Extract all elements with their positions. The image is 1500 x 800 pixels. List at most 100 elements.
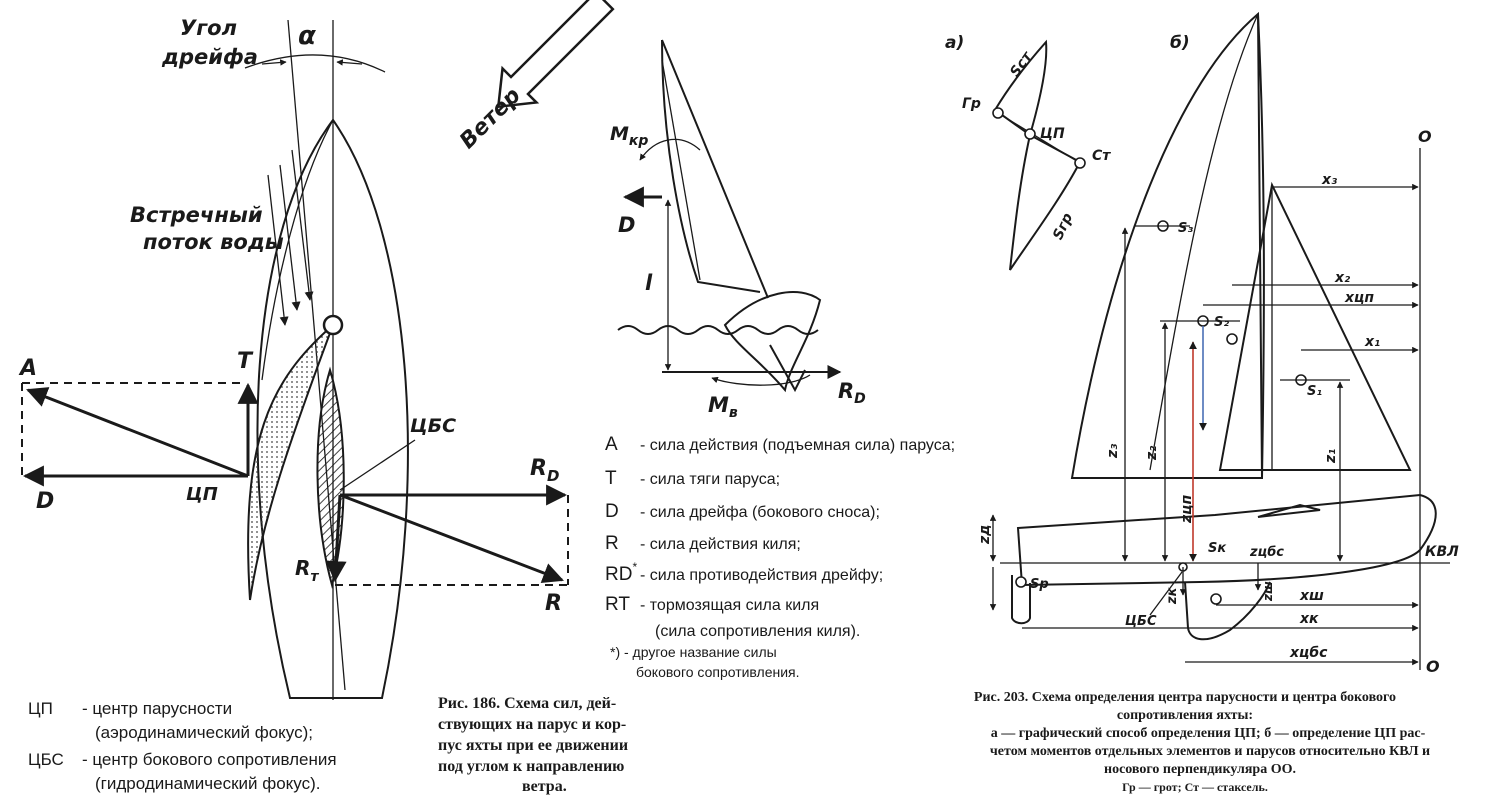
water-flow-arrow-1 [267, 174, 289, 326]
hull-outline [256, 118, 409, 699]
def-cp-term: ЦП [28, 699, 53, 718]
label-A: A [18, 356, 37, 381]
label-zcp: zцп [1179, 494, 1195, 524]
water-wave [617, 325, 819, 335]
figure-203b-calculation: б) О О КВЛ S₃ S₂ S₁ Sк Sр x₃ [977, 11, 1459, 676]
alpha-symbol: α [298, 21, 316, 51]
force-RT-arrow [325, 494, 347, 583]
drift-angle-label-2: дрейфа [161, 45, 258, 69]
label-b: б) [1170, 33, 1190, 53]
figure-186-forces: Угол дрейфа α Ветер Встречный поток воды… [18, 0, 615, 700]
legend-sym-R: R [605, 533, 619, 554]
label-D: D [36, 489, 54, 514]
cp-construction-line [997, 112, 1081, 164]
legend-continuation: (сила сопротивления киля). [655, 623, 860, 640]
mainsail-seam [1149, 13, 1259, 471]
caption-203: Рис. 203. Схема определения центра парус… [974, 690, 1430, 794]
definitions: ЦП - центр парусности (аэродинамический … [28, 699, 337, 793]
force-R-arrow [339, 493, 564, 584]
rudder-b [1011, 575, 1031, 625]
label-Sp: Sр [1030, 577, 1049, 592]
wind-arrow [496, 0, 615, 109]
legend-sym-RD: RD* [605, 560, 637, 585]
label-x2: x₂ [1334, 270, 1351, 286]
label-O-bottom: О [1426, 657, 1440, 676]
caption-203-line-2: сопротивления яхты: [1117, 708, 1253, 723]
drift-angle-label-1: Угол [180, 16, 237, 40]
label-T: T [237, 349, 254, 374]
label-St: Ст [1092, 148, 1111, 164]
footnote-line-2: бокового сопротивления. [636, 664, 800, 680]
caption-186-line-3: пус яхты при ее движении [438, 737, 628, 754]
keel-shape [316, 366, 345, 589]
keel-b [1184, 581, 1271, 641]
drift-angle-arc [244, 54, 386, 73]
sail-shape [247, 324, 334, 601]
mast-line [661, 39, 769, 299]
legend-sym-A: A [605, 434, 618, 455]
caption-203-line-4: четом моментов отдельных элементов и пар… [990, 744, 1430, 759]
label-zd: zд [977, 525, 993, 545]
label-l: l [645, 271, 653, 295]
def-clr-line-2: (гидродинамический фокус). [95, 774, 320, 793]
clr-leader [339, 439, 416, 491]
caption-203-line-6: Гр — грот; Ст — стаксель. [1122, 780, 1268, 794]
legend-text-T: - сила тяги паруса; [640, 471, 780, 488]
label-z1: z₁ [1323, 449, 1339, 464]
label-Sst: Sст [1007, 48, 1036, 80]
label-R: R [545, 591, 562, 616]
label-Mv: Mв [708, 393, 738, 421]
wind-label: Ветер [455, 83, 526, 154]
label-S3: S₃ [1178, 221, 1193, 236]
mast-circle [322, 314, 344, 336]
label-xcp: xцп [1344, 290, 1374, 306]
righting-moment-arc [711, 374, 811, 386]
label-RD: RD [530, 456, 559, 485]
label-zk: zк [1165, 586, 1180, 605]
label-x3: x₃ [1321, 172, 1337, 188]
caption-203-line-5: носового перпендикуляра ОО. [1104, 762, 1296, 777]
figure-186-heel-sketch: Mкр D l Mв RD [610, 39, 866, 421]
water-flow-arrow-3 [291, 149, 314, 301]
heel-moment-arc [639, 138, 701, 161]
label-a: а) [945, 33, 964, 53]
water-flow-label-2: поток воды [143, 230, 284, 254]
label-xsh: xш [1299, 588, 1324, 604]
def-cp-line-1: - центр парусности [82, 699, 232, 718]
label-z3: z₃ [1105, 444, 1121, 459]
label-KVL: КВЛ [1425, 544, 1459, 560]
hull-inner-line [261, 119, 334, 381]
def-cp-line-2: (аэродинамический фокус); [95, 723, 313, 742]
water-flow-label-1: Встречный [130, 203, 263, 227]
legend-sym-T: T [605, 468, 617, 489]
jib-b [1218, 181, 1412, 471]
caption-186-line-2: ствующих на парус и кор- [438, 716, 626, 733]
label-CP-a: ЦП [1040, 126, 1065, 142]
caption-203-line-3: а — графический способ определения ЦП; б… [991, 726, 1426, 741]
figure-203a-graphical: а) Гр Sст ЦП Ст Sгр [945, 33, 1111, 271]
caption-186-line-1: Рис. 186. Схема сил, дей- [438, 695, 616, 712]
label-zsh: zш [1261, 581, 1275, 602]
heel-hull [723, 291, 822, 393]
hull-b [1016, 493, 1437, 587]
legend: A - сила действия (подъемная сила) парус… [605, 434, 955, 680]
label-zcbs: zцбс [1249, 545, 1284, 560]
mainsail-b [1070, 11, 1264, 479]
legend-text-RD: - сила противодействия дрейфу; [640, 567, 883, 584]
label-RT: Rт [295, 556, 319, 585]
jib-outline [1009, 133, 1082, 271]
label-Mkr: Mкр [610, 123, 648, 149]
legend-text-R: - сила действия киля; [640, 536, 801, 553]
footnote-line-1: *) - другое название силы [610, 644, 777, 660]
label-O-top: О [1418, 127, 1432, 146]
caption-186-line-5: ветра. [522, 778, 567, 795]
label-z2: z₂ [1144, 445, 1160, 461]
def-clr-term: ЦБС [28, 750, 64, 769]
label-Sk: Sк [1208, 541, 1227, 556]
legend-sym-D: D [605, 501, 619, 522]
water-flow-arrow-2 [279, 164, 301, 311]
heel-sail [661, 39, 761, 293]
legend-text-D: - сила дрейфа (бокового сноса); [640, 504, 880, 521]
